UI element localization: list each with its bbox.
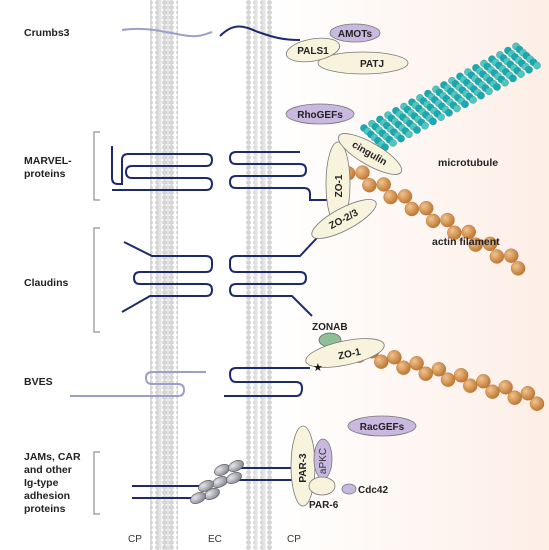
crumbs3-line-left <box>121 27 213 38</box>
zo1-mid-label: ZO-1 <box>337 347 362 363</box>
cp-left-label: CP <box>128 534 142 545</box>
crumbs3-line-right <box>219 25 301 41</box>
cp-right-label: CP <box>287 534 301 545</box>
bves-proteins <box>70 367 310 397</box>
bracket-marvel <box>93 131 100 201</box>
racgefs-blob <box>347 415 417 437</box>
amots-blob <box>329 23 381 43</box>
label-crumbs3: Crumbs3 <box>24 27 70 39</box>
par6-ellipse <box>308 476 336 496</box>
label-jams-line5: proteins <box>24 503 66 515</box>
jam-ig-domains <box>190 460 244 504</box>
pals1-label: PALS1 <box>297 46 329 57</box>
label-jams-line4: adhesion <box>24 490 70 502</box>
label-bves: BVES <box>24 376 53 388</box>
cingulin-ellipse <box>337 133 403 175</box>
label-jams-line3: Ig-type <box>24 477 59 489</box>
zo1-mid-ellipse <box>305 338 385 368</box>
patj-label: PATJ <box>360 59 384 70</box>
zo23-ellipse <box>311 199 377 239</box>
label-marvel-line2: proteins <box>24 168 66 180</box>
actin-filament-top <box>340 165 526 276</box>
zo1-top-label: ZO-1 <box>334 174 345 197</box>
patj-ellipse <box>317 51 409 75</box>
microtubule-structure <box>360 42 541 151</box>
microtubule-label: microtubule <box>438 157 498 169</box>
label-jams-line2: and other <box>24 464 72 476</box>
bracket-claudins <box>93 227 100 333</box>
membrane-right <box>246 0 274 550</box>
label-jams-line1: JAMs, CAR <box>24 451 81 463</box>
par6-label: PAR-6 <box>309 500 339 511</box>
racgefs-label: RacGEFs <box>360 422 405 433</box>
cdc42-blob <box>341 483 357 495</box>
membrane-left <box>150 0 178 550</box>
cdc42-label: Cdc42 <box>358 485 388 496</box>
actin-filament-label: actin filament <box>432 236 500 248</box>
actin-filament-middle <box>351 344 545 411</box>
bracket-jams <box>93 451 100 515</box>
star-marker-icon: ★ <box>313 361 323 374</box>
rhogefs-blob <box>285 103 355 125</box>
marvel-proteins <box>111 146 330 201</box>
claudin-proteins <box>121 223 331 317</box>
amots-label: AMOTs <box>338 29 373 40</box>
label-marvel-line1: MARVEL- <box>24 155 72 167</box>
zonab-label: ZONAB <box>312 322 348 333</box>
par3-label: PAR-3 <box>298 453 309 483</box>
pals1-ellipse <box>285 37 341 63</box>
ec-label: EC <box>208 534 222 545</box>
label-claudins: Claudins <box>24 277 68 289</box>
rhogefs-label: RhoGEFs <box>297 110 343 121</box>
apkc-label: aPKC <box>318 448 329 474</box>
